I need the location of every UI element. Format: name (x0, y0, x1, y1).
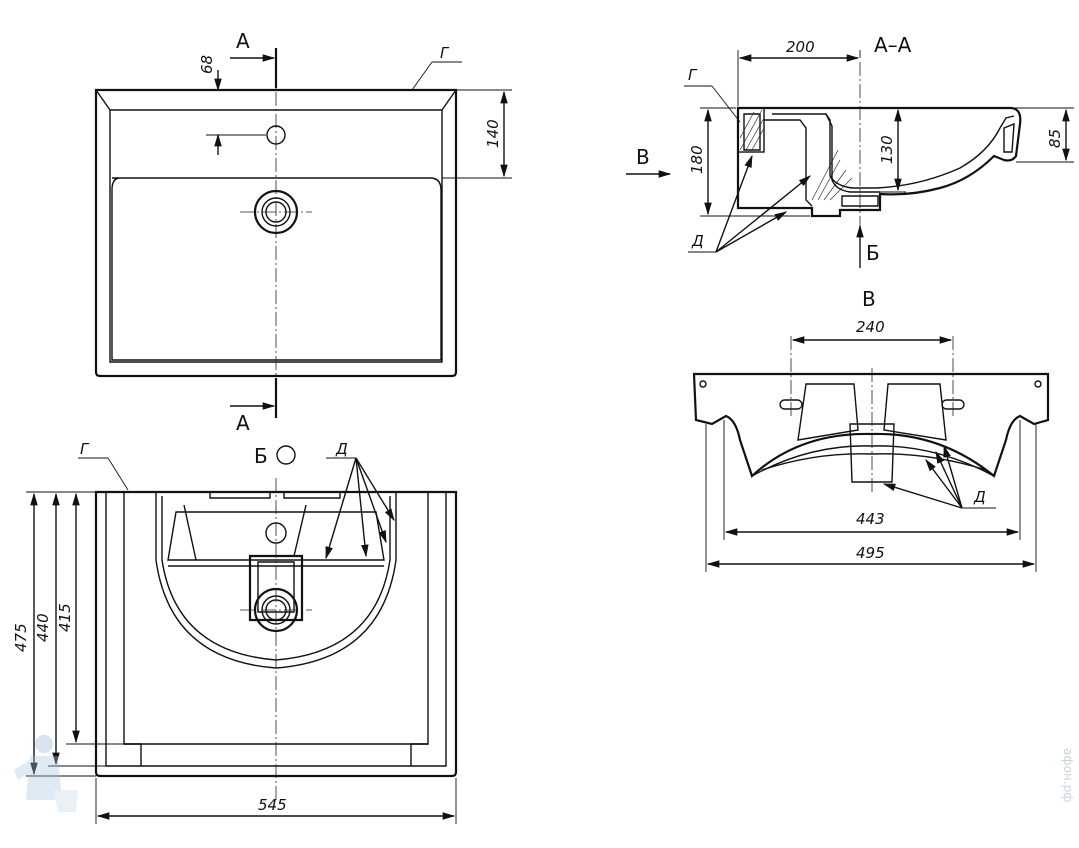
dim-240: 240 (856, 318, 885, 336)
rotation-sign (276, 445, 296, 465)
callout-g-section: Г (688, 66, 698, 84)
dim-130: 130 (878, 135, 896, 164)
section-a-bottom-label: А (236, 411, 250, 435)
dim-415: 415 (56, 603, 74, 632)
section-b-arrow-label: Б (866, 241, 880, 265)
dim-68: 68 (198, 55, 216, 74)
view-v-arrow-label: В (636, 145, 650, 169)
section-aa-view: А–А 200 180 130 (626, 33, 1074, 268)
section-aa-title: А–А (874, 33, 912, 57)
rear-view-v: В 240 443 495 Д (692, 287, 1050, 572)
callout-d-front: Д (335, 440, 348, 458)
section-a-top-label: А (236, 29, 250, 53)
view-v-title: В (862, 287, 876, 311)
dim-475: 475 (12, 623, 30, 652)
top-view: А А 68 140 Г (94, 29, 512, 435)
view-b-label: Б (254, 444, 268, 468)
dim-180: 180 (688, 145, 706, 174)
watermark-mascot-icon (14, 735, 78, 812)
dim-545: 545 (258, 796, 287, 814)
callout-g-top: Г (440, 44, 450, 62)
callout-d-rear: Д (973, 488, 986, 506)
dim-85: 85 (1046, 129, 1064, 148)
watermark-text: афон.рф (1061, 748, 1075, 803)
dim-443: 443 (856, 510, 885, 528)
dim-200: 200 (786, 38, 815, 56)
dim-495: 495 (856, 544, 885, 562)
front-view: 475 440 415 545 Б Г Д (12, 440, 458, 824)
dim-440: 440 (34, 613, 52, 642)
dim-140: 140 (484, 119, 502, 148)
callout-g-front: Г (80, 440, 90, 458)
callout-d-section: Д (691, 232, 704, 250)
